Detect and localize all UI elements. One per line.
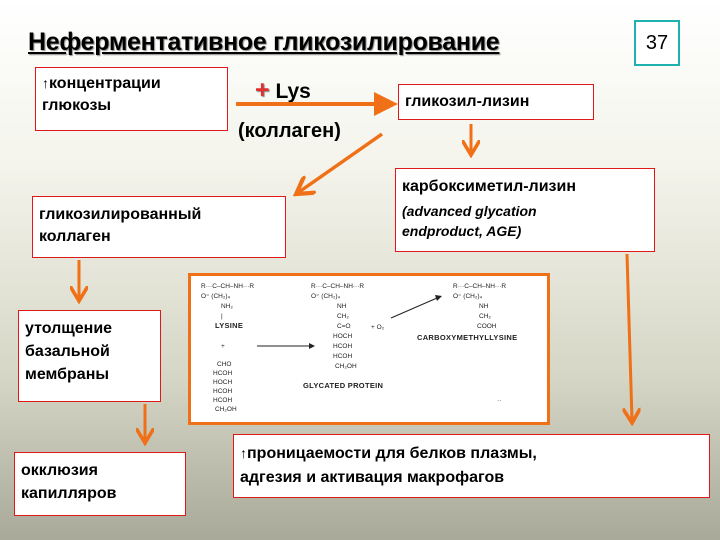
cml-line1: карбоксиметил-лизин — [402, 178, 577, 195]
svg-text:HCOH: HCOH — [213, 397, 232, 404]
lys-label: + Lys — [255, 76, 311, 105]
reaction-arrow-2 — [390, 297, 438, 319]
reaction-arrowhead-2 — [435, 295, 442, 301]
lysine-label: LYSINE — [215, 321, 243, 330]
svg-text:O⁼ (CH₂)₄: O⁼ (CH₂)₄ — [453, 293, 483, 300]
svg-text:CH₂OH: CH₂OH — [215, 406, 237, 413]
svg-text:CH₂: CH₂ — [479, 313, 491, 320]
cml-sub1: (advanced glycation — [402, 202, 537, 219]
svg-text:CHO: CHO — [217, 361, 231, 368]
arrow-glycosyl-to-collagen — [299, 132, 384, 192]
perm-line2: адгезия и активация макрофагов — [240, 469, 505, 486]
page-title: Неферментативное гликозилирование — [28, 28, 500, 56]
chemical-structures-drawing: R···C–CH–NH···R O⁼ (CH₂)₄ NH₂ | + CHO HC… — [201, 283, 517, 413]
carboxymethyl-lysine-box: карбоксиметил-лизин (advanced glycation … — [395, 168, 655, 252]
glycosyl-lysine-box: гликозил-лизин — [398, 84, 594, 120]
thick-line2: базальной — [25, 343, 110, 361]
glucose-line1: концентрации — [49, 75, 161, 92]
svg-text:O⁼ (CH₂)₄: O⁼ (CH₂)₄ — [311, 293, 341, 300]
slide-number: 37 — [634, 20, 680, 66]
cml-sub2: endproduct, AGE) — [402, 222, 522, 239]
reaction-arrowhead-1 — [309, 343, 315, 349]
glucose-line2: глюкозы — [42, 96, 112, 114]
glycated-protein-label: GLYCATED PROTEIN — [303, 381, 383, 390]
lys-text: Lys — [275, 80, 311, 103]
perm-line1: проницаемости для белков плазмы, — [247, 445, 537, 462]
svg-text:HOCH: HOCH — [213, 379, 232, 386]
occl-line1: окклюзия — [21, 462, 98, 479]
svg-text:COOH: COOH — [477, 323, 497, 330]
thick-line1: утолщение — [25, 320, 113, 337]
plus-sign: + — [255, 76, 270, 104]
lysine-structure: R···C–CH–NH···R O⁼ (CH₂)₄ NH₂ | + CHO HC… — [201, 283, 254, 413]
collagen-note: (коллаген) — [238, 120, 341, 142]
svg-text:HCOH: HCOH — [213, 370, 232, 377]
svg-text:O⁼ (CH₂)₄: O⁼ (CH₂)₄ — [201, 293, 231, 300]
svg-text:HOCH: HOCH — [333, 333, 352, 340]
collagen-line2: коллаген — [39, 227, 111, 245]
membrane-thickening-box: утолщение базальной мембраны — [18, 310, 161, 402]
occl-line2: капилляров — [21, 485, 117, 503]
cml-label: CARBOXYMETHYLLYSINE — [417, 333, 517, 342]
up-arrow-icon: ↑ — [42, 75, 49, 91]
permeability-box: ↑проницаемости для белков плазмы, адгези… — [233, 434, 710, 498]
glycated-collagen-box: гликозилированный коллаген — [32, 196, 286, 258]
cml-structure: R···C–CH–NH···R O⁼ (CH₂)₄ NH CH₂ COOH — [453, 283, 506, 330]
capillary-occlusion-box: окклюзия капилляров — [14, 452, 186, 516]
glycated-protein-structure: R···C–CH–NH···R O⁼ (CH₂)₄ NH CH₂ C=O HOC… — [311, 283, 385, 370]
svg-text:|: | — [221, 313, 223, 320]
svg-text:NH₂: NH₂ — [221, 303, 233, 310]
svg-text:HCOH: HCOH — [213, 388, 232, 395]
up-arrow-icon: ↑ — [240, 445, 247, 461]
collagen-line1: гликозилированный — [39, 206, 202, 223]
svg-text:R···C–CH–NH···R: R···C–CH–NH···R — [453, 283, 506, 290]
arrow-cml-to-permeability — [627, 253, 632, 420]
svg-text:NH: NH — [479, 303, 489, 310]
svg-text:··: ·· — [497, 397, 501, 404]
svg-text:R···C–CH–NH···R: R···C–CH–NH···R — [201, 283, 254, 290]
svg-text:+: + — [221, 343, 225, 350]
glucose-concentration-box: ↑концентрации глюкозы — [35, 67, 228, 131]
svg-text:CH₂: CH₂ — [337, 313, 349, 320]
svg-text:C=O: C=O — [337, 323, 351, 330]
svg-text:HCOH: HCOH — [333, 353, 352, 360]
svg-text:NH: NH — [337, 303, 347, 310]
svg-text:CH₂OH: CH₂OH — [335, 363, 357, 370]
o2-label: + O₂ — [371, 324, 385, 331]
thick-line3: мембраны — [25, 366, 110, 384]
chemical-structures-figure: R···C–CH–NH···R O⁼ (CH₂)₄ NH₂ | + CHO HC… — [188, 273, 550, 425]
svg-text:R···C–CH–NH···R: R···C–CH–NH···R — [311, 283, 364, 290]
svg-text:HCOH: HCOH — [333, 343, 352, 350]
